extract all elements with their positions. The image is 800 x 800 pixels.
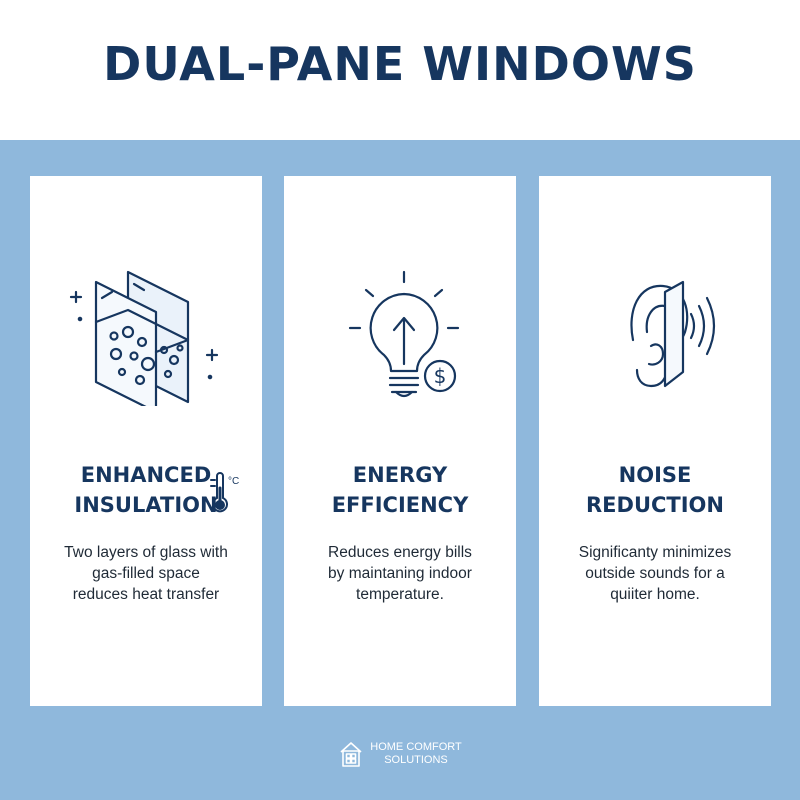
- card-description-line: gas-filled space: [92, 565, 200, 582]
- brand-name: HOME COMFORT SOLUTIONS: [370, 741, 461, 767]
- card-description-line: Reduces energy bills: [328, 544, 472, 561]
- thermometer-icon: °C: [210, 472, 239, 513]
- ear-sound-icon: [630, 280, 716, 388]
- brand-name-line2: SOLUTIONS: [384, 754, 448, 766]
- card-description: Significanty minimizes outside sounds fo…: [547, 542, 763, 605]
- card-description-line: temperature.: [356, 586, 444, 603]
- card-title: ENHANCED INSULATION: [30, 460, 262, 520]
- svg-text:$: $: [434, 364, 447, 388]
- card-description: Reduces energy bills by maintaning indoo…: [292, 542, 508, 605]
- card-description-line: Significanty minimizes: [578, 544, 732, 561]
- card-description-line: quiiter home.: [610, 586, 700, 603]
- feature-card-noise: NOISE REDUCTION Significanty minimizes o…: [539, 176, 771, 706]
- page-title: DUAL-PANE WINDOWS: [103, 37, 697, 91]
- card-title: NOISE REDUCTION: [539, 460, 771, 520]
- lightbulb-dollar-icon: $: [348, 270, 460, 398]
- card-title: ENERGY EFFICIENCY: [284, 460, 516, 520]
- footer: HOME COMFORT SOLUTIONS: [0, 738, 800, 770]
- thermometer-label: °C: [228, 476, 239, 487]
- card-description-line: outside sounds for a: [585, 565, 725, 582]
- card-title-line: ENERGY: [352, 463, 448, 487]
- feature-card-energy: $ ENERGY EFFICIENCY Reduces energy bills…: [284, 176, 516, 706]
- card-description-line: by maintaning indoor: [328, 565, 472, 582]
- card-title-line: ENHANCED: [80, 463, 212, 487]
- card-title-line: EFFICIENCY: [331, 493, 469, 517]
- card-title-line: NOISE: [618, 463, 692, 487]
- card-description: Two layers of glass with gas-filled spac…: [38, 542, 254, 605]
- feature-card-insulation: ENHANCED INSULATION °C Two layers of gla…: [30, 176, 262, 706]
- brand-name-line1: HOME COMFORT: [370, 741, 462, 753]
- brand-logo: HOME COMFORT SOLUTIONS: [338, 740, 462, 768]
- header: DUAL-PANE WINDOWS: [0, 0, 800, 140]
- card-title-line: INSULATION: [74, 493, 218, 517]
- card-description-line: reduces heat transfer: [72, 586, 220, 603]
- double-glass-pane-icon: [69, 270, 219, 406]
- card-description-line: Two layers of glass with: [64, 544, 228, 561]
- house-logo-icon: [340, 742, 362, 767]
- card-title-line: REDUCTION: [586, 493, 724, 517]
